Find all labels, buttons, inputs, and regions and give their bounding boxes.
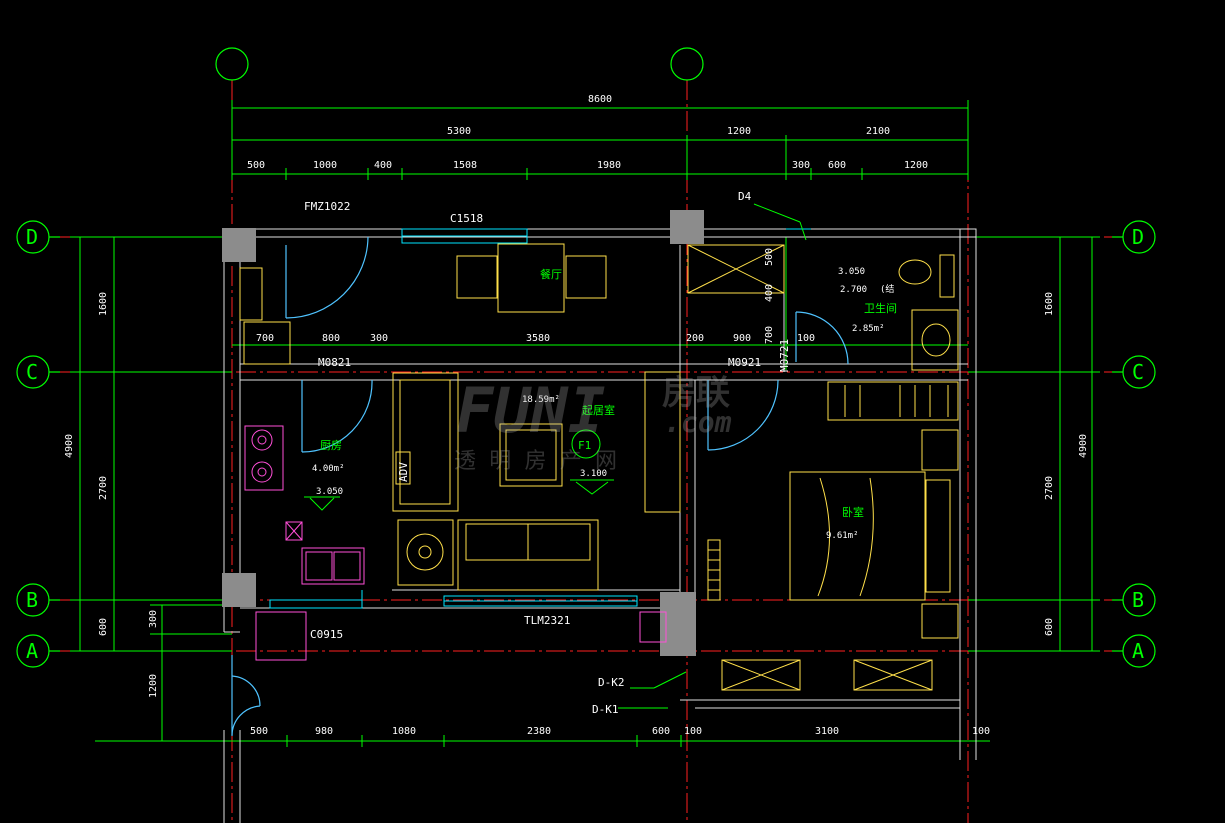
dim-top-seg2-1: 500	[247, 160, 265, 171]
room-wc: 卫生间	[864, 301, 897, 315]
dim-top-seg1-1: 5300	[447, 126, 471, 137]
watermark-chinese: 房联	[662, 373, 730, 413]
element-labels: FMZ1022 C1518 D4 M0821 M0921 M0721 TLM23…	[304, 190, 791, 716]
dim-left-3: 2700	[98, 476, 109, 500]
dim-top-seg2-5: 1980	[597, 160, 621, 171]
left-dimensions: 1600 4900 2700 600 300 1200	[64, 292, 159, 698]
axis-label-left-c: C	[26, 360, 38, 384]
dim-wc-3: 700	[764, 326, 775, 344]
dim-mid-5: 200	[686, 333, 704, 344]
label-tlm2321: TLM2321	[524, 614, 570, 627]
dim-right-2: 4900	[1078, 434, 1089, 458]
dim-bottom-6: 100	[684, 726, 702, 737]
kitchen-level: 3.050	[316, 487, 343, 497]
symbols	[304, 203, 807, 709]
label-d4: D4	[738, 190, 752, 203]
dim-top-seg2-7: 600	[828, 160, 846, 171]
doors	[231, 236, 849, 737]
label-m0721: M0721	[778, 339, 791, 372]
label-adv: ADV	[397, 462, 410, 482]
kitchen-appliances	[244, 425, 667, 661]
windows	[269, 228, 811, 609]
label-c1518: C1518	[450, 212, 483, 225]
watermark: FUNI 房联 .com 透 明 房 产 网	[454, 373, 732, 474]
wc-note: (结	[880, 283, 894, 295]
mid-dimensions: 700 800 300 3580 200 900 100	[256, 333, 815, 344]
axis-label-left-d: D	[26, 225, 38, 249]
dim-mid-2: 800	[322, 333, 340, 344]
living-area: 18.59m²	[522, 395, 560, 405]
label-dk1: D-K1	[592, 703, 619, 716]
label-fmz1022: FMZ1022	[304, 200, 350, 213]
dim-bottom-8: 100	[972, 726, 990, 737]
room-kitchen: 厨房	[320, 439, 342, 452]
dim-bottom-1: 500	[250, 726, 268, 737]
wc-area: 2.85m²	[852, 324, 885, 334]
label-m0921: M0921	[728, 356, 761, 369]
dim-bottom-4: 2380	[527, 726, 551, 737]
dim-bottom-7: 3100	[815, 726, 839, 737]
dim-top-seg1-3: 2100	[866, 126, 890, 137]
label-c0915: C0915	[310, 628, 343, 641]
dim-left-1: 1600	[98, 292, 109, 316]
dim-bottom-5: 600	[652, 726, 670, 737]
label-dk2: D-K2	[598, 676, 625, 689]
axis-label-right-b: B	[1132, 588, 1144, 612]
axis-label-left-b: B	[26, 588, 38, 612]
axis-bubbles	[16, 47, 1156, 668]
dim-mid-3: 300	[370, 333, 388, 344]
right-dimensions: 1600 4900 2700 600	[1044, 292, 1089, 636]
dim-wc-2: 400	[764, 284, 775, 302]
top-dimensions: 8600 5300 1200 2100 500 1000 400 1508 19…	[247, 94, 928, 171]
dim-right-1: 1600	[1044, 292, 1055, 316]
dim-bottom-3: 1080	[392, 726, 416, 737]
dim-right-3: 2700	[1044, 476, 1055, 500]
dim-mid-1: 700	[256, 333, 274, 344]
dim-top-seg2-8: 1200	[904, 160, 928, 171]
kitchen-area: 4.00m²	[312, 464, 345, 474]
wc-level-1: 3.050	[838, 267, 865, 277]
axis-labels: D C B A D C B A	[26, 225, 1144, 663]
watermark-slogan: 透 明 房 产 网	[454, 449, 617, 474]
wc-level-2: 2.700	[840, 285, 867, 295]
axis-label-right-c: C	[1132, 360, 1144, 384]
label-m0821: M0821	[318, 356, 351, 369]
dimension-lines	[70, 100, 1100, 747]
dim-left-5: 300	[148, 610, 159, 628]
room-bedroom: 卧室	[842, 505, 864, 519]
axis-bubble-top-1	[215, 47, 249, 81]
axis-label-right-d: D	[1132, 225, 1144, 249]
dim-wc-1: 500	[764, 248, 775, 266]
dim-right-4: 600	[1044, 618, 1055, 636]
dim-top-seg2-3: 400	[374, 160, 392, 171]
watermark-brand: FUNI	[456, 374, 605, 447]
axis-label-left-a: A	[26, 639, 38, 663]
bedroom-area: 9.61m²	[826, 531, 859, 541]
room-labels: 餐厅 厨房 4.00m² 3.050 起居室 18.59m² 3.100 卫生间…	[312, 267, 897, 541]
dim-left-6: 1200	[148, 674, 159, 698]
dim-top-seg2-6: 300	[792, 160, 810, 171]
dim-overall: 8600	[588, 94, 612, 105]
dim-left-2: 4900	[64, 434, 75, 458]
dim-mid-4: 3580	[526, 333, 550, 344]
axis-bubble-top-2	[670, 47, 704, 81]
axis-label-right-a: A	[1132, 639, 1144, 663]
room-living: 起居室	[582, 403, 615, 417]
dim-bottom-2: 980	[315, 726, 333, 737]
walls	[223, 228, 977, 823]
bottom-dimensions: 500 980 1080 2380 600 100 3100 100	[250, 726, 990, 737]
dim-mid-7: 100	[797, 333, 815, 344]
label-f1: F1	[578, 439, 591, 452]
dim-top-seg2-4: 1508	[453, 160, 477, 171]
dim-mid-6: 900	[733, 333, 751, 344]
dim-top-seg2-2: 1000	[313, 160, 337, 171]
wc-dimensions: 500 400 700	[764, 248, 775, 344]
dim-left-4: 600	[98, 618, 109, 636]
dim-top-seg1-2: 1200	[727, 126, 751, 137]
watermark-domain: .com	[664, 406, 732, 439]
living-level: 3.100	[580, 469, 607, 479]
room-dining: 餐厅	[540, 267, 562, 281]
furniture	[239, 243, 959, 691]
